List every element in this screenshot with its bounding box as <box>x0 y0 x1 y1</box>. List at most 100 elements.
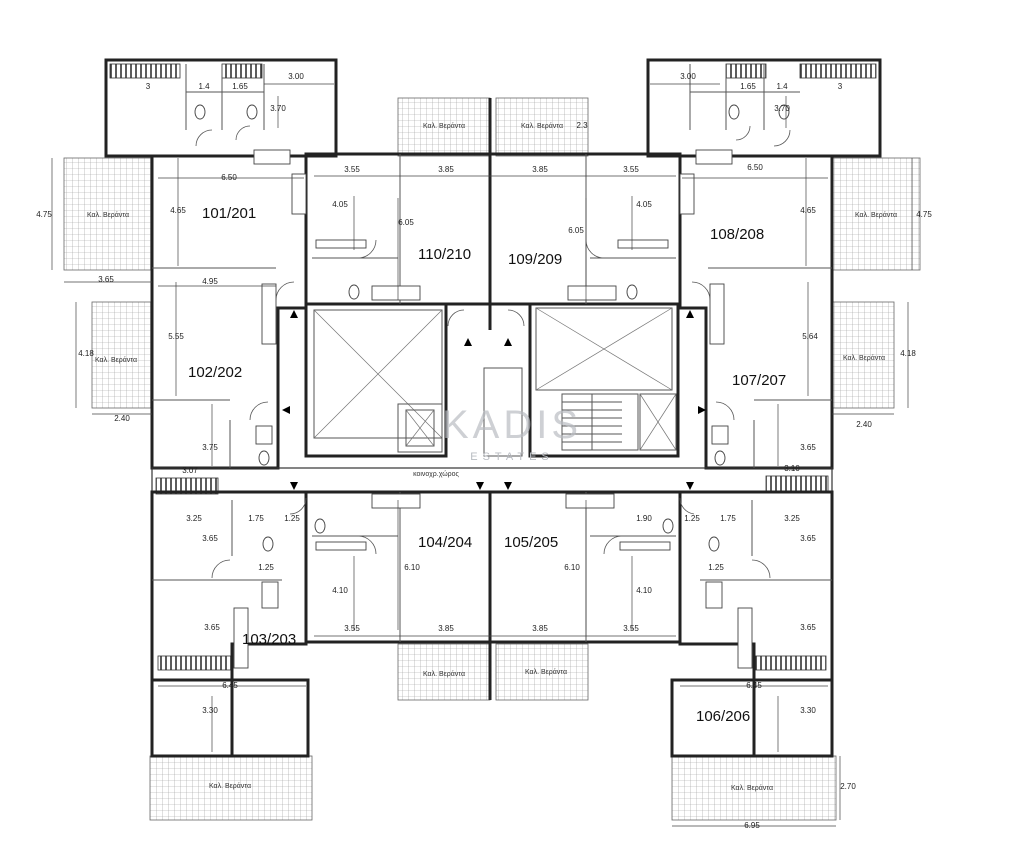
dimension-label: 1.25 <box>284 514 300 523</box>
apartment-label-107-207: 107/207 <box>732 372 786 389</box>
watermark: KADIS ESTATES <box>442 403 582 463</box>
dimension-label: 1.75 <box>248 514 264 523</box>
core <box>313 307 677 453</box>
veranda-label: Καλ. Βεράντα <box>95 356 137 364</box>
dimension-label: 3.55 <box>344 165 360 174</box>
apartment-label-104-204: 104/204 <box>418 534 472 551</box>
apartment-label-106-206: 106/206 <box>696 708 750 725</box>
dimension-label: 3.25 <box>784 514 800 523</box>
veranda-top-left <box>397 97 491 157</box>
veranda-bottom-far-left <box>149 755 313 821</box>
dimension-label: 3.30 <box>202 706 218 715</box>
veranda-right-mid <box>831 301 895 409</box>
dimension-label: 3.70 <box>774 104 790 113</box>
dimension-label: 6.50 <box>221 173 237 182</box>
veranda-top-right <box>495 97 589 157</box>
dimension-label: 6.95 <box>744 821 760 830</box>
dimension-label: 4.10 <box>332 586 348 595</box>
dimension-label: 3.75 <box>202 443 218 452</box>
dimension-label: 4.10 <box>636 586 652 595</box>
dimension-label: 5.64 <box>802 332 818 341</box>
dimension-label: 3.25 <box>186 514 202 523</box>
dimension-label: 4.18 <box>78 349 94 358</box>
veranda-label: Καλ. Βεράντα <box>521 122 563 130</box>
dimension-label: 6.10 <box>404 563 420 572</box>
dimension-label: 3.85 <box>532 624 548 633</box>
dimension-label: 4.75 <box>36 210 52 219</box>
dimension-label: 1.65 <box>740 82 756 91</box>
dimension-label: 6.10 <box>564 563 580 572</box>
dimension-label: 1.65 <box>232 82 248 91</box>
dimension-label: 3.00 <box>680 72 696 81</box>
dimension-label: 1.4 <box>198 82 210 91</box>
veranda-label: Καλ. Βεράντα <box>525 668 567 676</box>
dimension-label: 3.55 <box>623 624 639 633</box>
dimension-label: 1.4 <box>776 82 788 91</box>
dimension-labels: 3.00 3.00 1.65 1.65 1.4 1.4 3 3 3.70 3.7… <box>36 72 932 830</box>
dimension-label: 4.18 <box>900 349 916 358</box>
dimension-label: 1.25 <box>708 563 724 572</box>
veranda-label: Καλ. Βεράντα <box>87 211 129 219</box>
dimension-label: 1.25 <box>684 514 700 523</box>
dimension-label: 3.65 <box>204 623 220 632</box>
door-swings <box>195 125 791 579</box>
watermark-brand: KADIS <box>442 403 582 447</box>
dimension-label: 3.85 <box>438 165 454 174</box>
dimension-label: 1.90 <box>636 514 652 523</box>
dimension-label: 4.75 <box>916 210 932 219</box>
veranda-left-mid <box>91 301 153 409</box>
dimension-label: 3 <box>146 82 151 91</box>
dimension-label: 6.05 <box>398 218 414 227</box>
apartment-label-101-201: 101/201 <box>202 205 256 222</box>
dimension-label: 3.85 <box>532 165 548 174</box>
dimension-label: 2.3 <box>576 121 588 130</box>
common-area-label: κοινοχρ.χώρος <box>413 470 459 478</box>
apartment-labels: 101/201 102/202 103/203 104/204 105/205 … <box>188 205 786 725</box>
dimension-label: 3.65 <box>800 623 816 632</box>
dimension-label: 3.55 <box>344 624 360 633</box>
veranda-bottom-right <box>495 643 589 701</box>
veranda-right-upper <box>831 157 921 271</box>
dimension-label: 6.45 <box>222 681 238 690</box>
dimension-label: 1.25 <box>258 563 274 572</box>
dimension-label: 3.65 <box>98 275 114 284</box>
dimension-label: 4.05 <box>636 200 652 209</box>
dimension-label: 3.65 <box>800 534 816 543</box>
fixtures <box>194 104 790 669</box>
dimension-label: 1.75 <box>720 514 736 523</box>
outer-walls <box>104 58 882 758</box>
veranda-label: Καλ. Βεράντα <box>423 122 465 130</box>
veranda-label: Καλ. Βεράντα <box>209 782 251 790</box>
dimension-label: 3.07 <box>182 466 198 475</box>
veranda-label: Καλ. Βεράντα <box>843 354 885 362</box>
stair-treads <box>562 394 622 450</box>
dimension-label: 3 <box>838 82 843 91</box>
dimension-label: 3.65 <box>202 534 218 543</box>
veranda-bottom-far-right <box>671 755 837 821</box>
dimension-label: 2.70 <box>840 782 856 791</box>
dimension-label: 2.40 <box>114 414 130 423</box>
dimension-label: 3.85 <box>438 624 454 633</box>
dimension-label: 6.45 <box>746 681 762 690</box>
veranda-label: Καλ. Βεράντα <box>731 784 773 792</box>
dimension-label: 3.00 <box>288 72 304 81</box>
veranda-bottom-left <box>397 643 491 701</box>
dimension-label: 6.50 <box>747 163 763 172</box>
veranda-label: Καλ. Βεράντα <box>855 211 897 219</box>
apartment-label-108-208: 108/208 <box>710 226 764 243</box>
dimension-label: 3.10 <box>784 464 800 473</box>
dimension-label: 6.05 <box>568 226 584 235</box>
slatted-screens <box>109 63 877 671</box>
dimension-lines <box>51 83 913 827</box>
dimension-label: 3.30 <box>800 706 816 715</box>
dimension-label: 4.95 <box>202 277 218 286</box>
veranda-label: Καλ. Βεράντα <box>423 670 465 678</box>
dimension-label: 4.05 <box>332 200 348 209</box>
apartment-label-102-202: 102/202 <box>188 364 242 381</box>
veranda-left-upper <box>63 157 153 271</box>
dimension-label: 3.55 <box>623 165 639 174</box>
dimension-label: 4.65 <box>170 206 186 215</box>
apartment-label-110-210: 110/210 <box>418 246 471 263</box>
